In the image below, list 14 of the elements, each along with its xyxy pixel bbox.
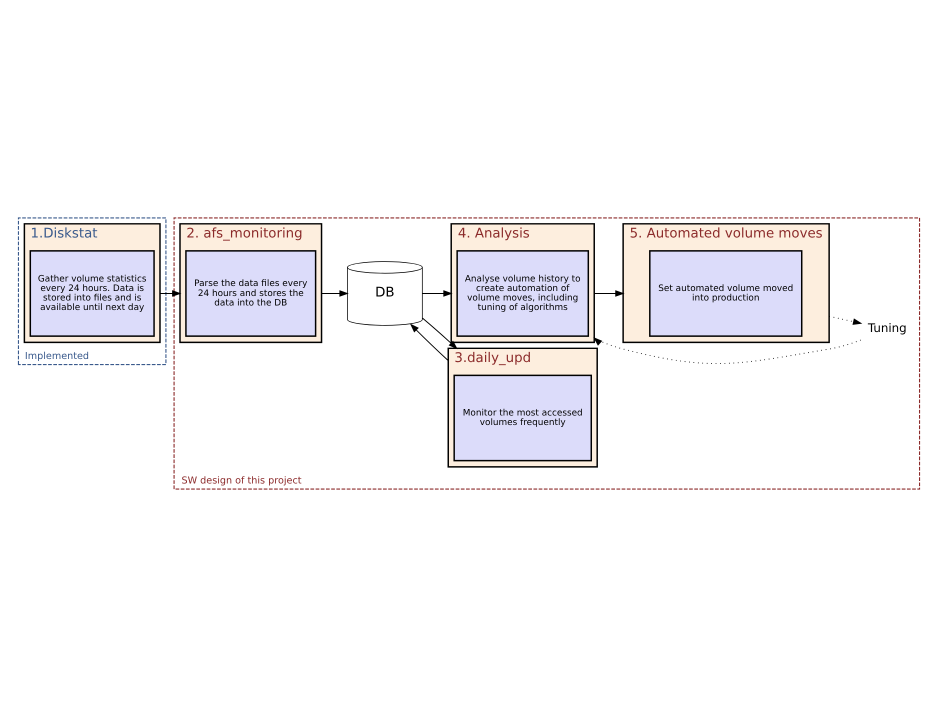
node-box: Parse the data files every 24 hours and stores the data into the DB: [185, 250, 316, 337]
arrow: [410, 324, 449, 362]
node-box: Analyse volume history to create automation of volume moves, including tuning of algorithms: [456, 250, 590, 337]
arrow: [422, 290, 453, 297]
arrow: [594, 290, 625, 297]
node-text: Tuning: [868, 320, 907, 335]
arrow: [160, 290, 182, 297]
node-box: Gather volume statistics every 24 hours. Data is stored into files and is available until next day: [30, 250, 155, 337]
node-box: Set automated volume moved into production: [649, 250, 802, 337]
arrow: [828, 316, 862, 325]
arrow: [593, 337, 862, 364]
arrow: [321, 290, 349, 297]
arrow: [422, 318, 458, 350]
node-box: Monitor the most accessed volumes frequently: [453, 374, 592, 462]
